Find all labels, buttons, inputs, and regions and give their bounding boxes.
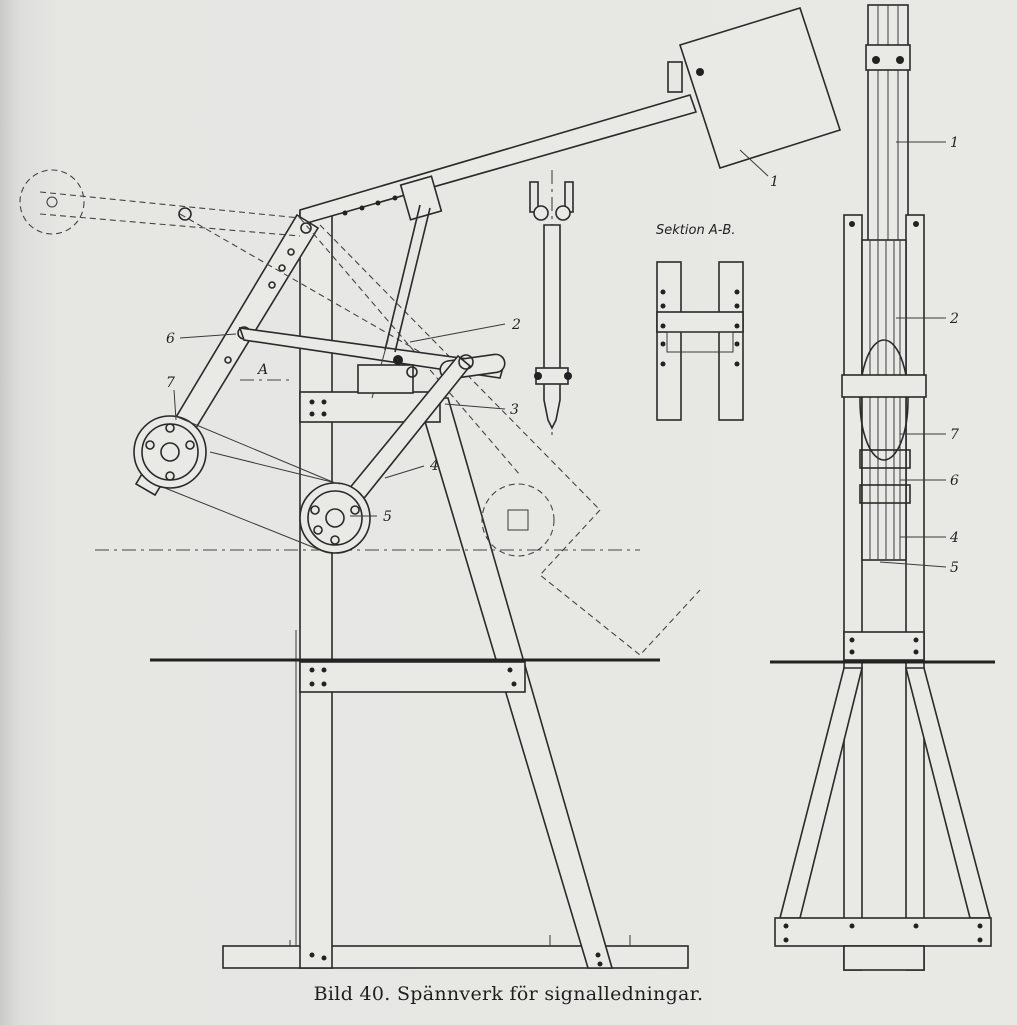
- front-label-part-5: 5: [950, 560, 959, 576]
- side-view: 2 3 4 5 6 7 1 A: [19, 7, 842, 969]
- lever-arm: [299, 94, 698, 227]
- front-post-right: [905, 214, 925, 971]
- lower-cross-beam: [299, 661, 526, 693]
- tilted-lever-holes: [224, 222, 312, 364]
- pulley-5: [299, 482, 371, 554]
- counterweight-box: [678, 7, 842, 170]
- detail-hanger-rod: [529, 170, 574, 440]
- front-view: 1 2 7 6 4 5: [770, 4, 995, 971]
- label-part-7: 7: [166, 375, 175, 391]
- tensioning-device-drawing: 2 3 4 5 6 7 1 A Sektion A-B.: [19, 4, 995, 971]
- lever-clamp: [399, 175, 443, 221]
- alternate-pulley-right: [481, 483, 555, 557]
- frame-bolts: [309, 399, 603, 967]
- label-part-5: 5: [383, 509, 392, 525]
- label-part-4: 4: [429, 458, 439, 474]
- link-arm: [238, 327, 506, 379]
- base-plate: [222, 945, 689, 969]
- front-label-part-6: 6: [950, 473, 959, 489]
- mechanism-block: [357, 364, 414, 394]
- figure-caption: Bild 40. Spännverk för signalledningar.: [313, 983, 704, 1005]
- label-part-1: 1: [770, 174, 779, 190]
- front-label-part-4: 4: [949, 530, 959, 546]
- front-label-part-1: 1: [950, 135, 959, 151]
- front-mechanism-stack: [861, 239, 907, 561]
- label-section-a: A: [256, 362, 268, 378]
- label-part-2: 2: [511, 317, 521, 333]
- label-part-3: 3: [510, 402, 519, 418]
- front-label-part-2: 2: [949, 311, 959, 327]
- alternate-pulley-left: [19, 169, 85, 235]
- front-label-part-7: 7: [950, 427, 959, 443]
- front-base: [774, 917, 992, 947]
- front-post-left: [843, 214, 863, 971]
- label-part-6: 6: [166, 331, 175, 347]
- vertical-post: [299, 211, 333, 969]
- pulley-7: [133, 415, 207, 489]
- section-a-b: Sektion A-B.: [656, 223, 744, 421]
- section-a-b-label: Sektion A-B.: [656, 223, 735, 238]
